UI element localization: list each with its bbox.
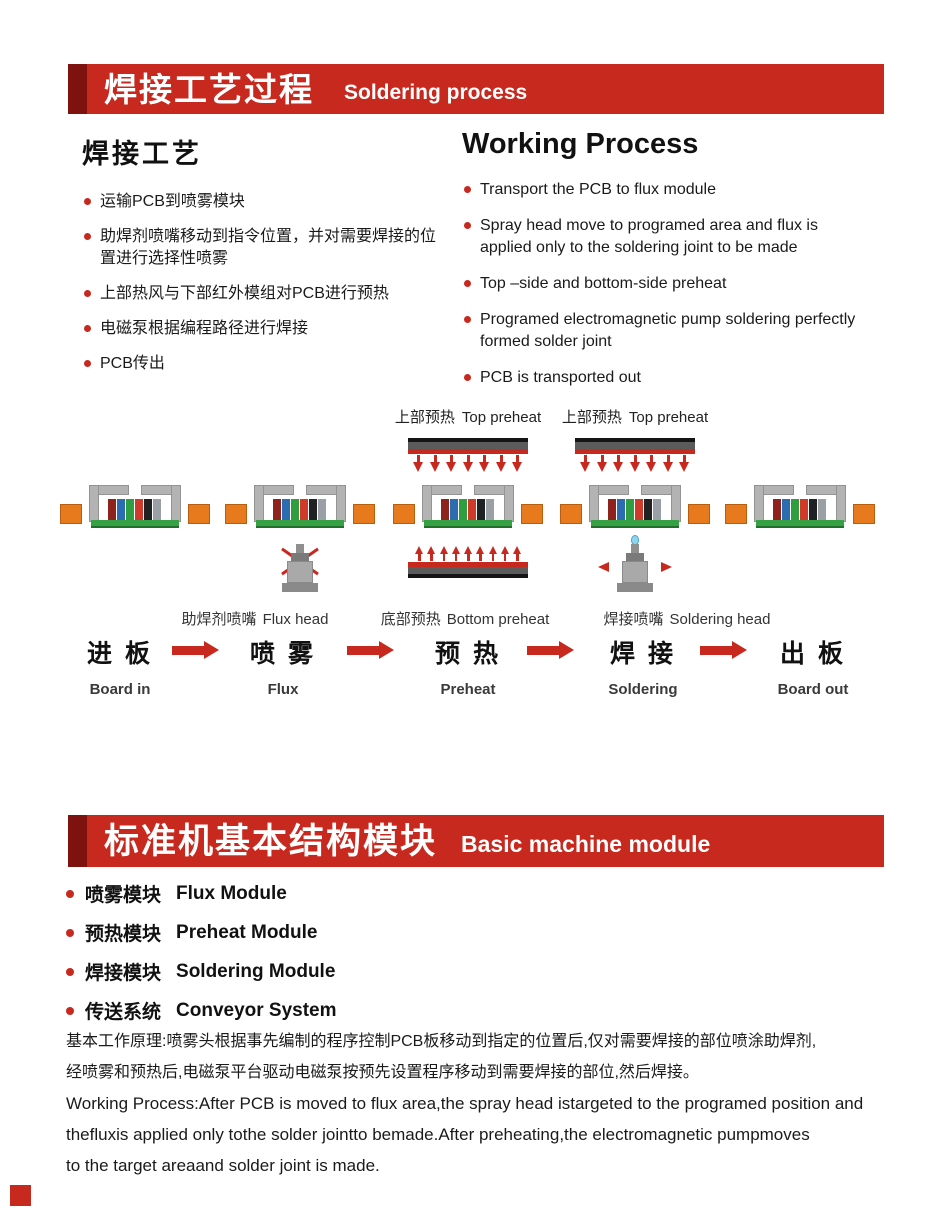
module-row-conveyor: 传送系统 Conveyor System: [66, 997, 337, 1024]
banner-accent-block: [68, 815, 87, 867]
pcb-board: [256, 520, 344, 528]
pcb-carrier: [560, 480, 710, 540]
heat-arrows-down: [408, 454, 528, 472]
paragraph-line: Working Process:After PCB is moved to fl…: [66, 1094, 864, 1113]
heading-process-zh: 焊接工艺: [82, 139, 202, 169]
module-row-soldering: 焊接模块 Soldering Module: [66, 958, 337, 985]
conveyor-rail: [853, 504, 875, 524]
pcb-board: [591, 520, 679, 528]
flow-step-board-out: 出 板 Board out: [777, 640, 849, 698]
top-heater: [575, 438, 695, 472]
pcb-carrier: [393, 480, 543, 540]
flow-arrow-icon: [172, 641, 219, 659]
module-row-flux: 喷雾模块 Flux Module: [66, 880, 337, 907]
station-preheat: [393, 398, 543, 630]
pcb-components: [273, 499, 326, 520]
bullet-icon: [66, 889, 74, 898]
pcb-components: [441, 499, 494, 520]
pcb-components: [773, 499, 826, 520]
bullet-icon: [66, 1006, 74, 1015]
flow-arrow-icon: [527, 641, 574, 659]
bullet-icon: [66, 928, 74, 937]
conveyor-rail: [725, 504, 747, 524]
banner-title-en: Soldering process: [344, 81, 528, 104]
machine-module-list: 喷雾模块 Flux Module 预热模块 Preheat Module 焊接模…: [66, 880, 337, 1036]
list-item: 助焊剂喷嘴移动到指令位置，并对需要焊接的位置进行选择性喷雾: [82, 226, 447, 270]
pcb-board: [91, 520, 179, 528]
bottom-heater: [408, 546, 528, 578]
station-board-out: [725, 398, 875, 630]
conveyor-rail: [521, 504, 543, 524]
process-list-en: Transport the PCB to flux module Spray h…: [462, 179, 862, 389]
station-flux: [225, 398, 375, 630]
flow-arrow-icon: [700, 641, 747, 659]
soldering-nozzle-graphic: [598, 535, 672, 600]
top-heater: [408, 438, 528, 472]
banner-accent-block: [68, 64, 87, 114]
list-item: PCB is transported out: [462, 367, 862, 389]
flux-nozzle-graphic: [270, 544, 330, 600]
conveyor-rail: [688, 504, 710, 524]
pcb-components: [608, 499, 661, 520]
list-item: Transport the PCB to flux module: [462, 179, 862, 201]
bullet-icon: [66, 967, 74, 976]
pcb-board: [756, 520, 844, 528]
flow-arrow-icon: [347, 641, 394, 659]
section-banner-machine-module: 标准机基本结构模块 Basic machine module: [68, 815, 884, 867]
flow-step-flux: 喷 雾 Flux: [250, 640, 316, 698]
column-process-en: Working Process Transport the PCB to flu…: [462, 128, 862, 403]
pcb-carrier: [725, 480, 875, 540]
paragraph-line: 基本工作原理:喷雾头根据事先编制的程序控制PCB板移动到指定的位置后,仅对需要焊…: [66, 1033, 817, 1050]
pcb-board: [424, 520, 512, 528]
paragraph-line: thefluxis applied only tothe solder join…: [66, 1125, 810, 1144]
list-item: 运输PCB到喷雾模块: [82, 191, 447, 213]
flow-step-soldering: 焊 接 Soldering: [608, 640, 678, 698]
list-item: Programed electromagnetic pump soldering…: [462, 309, 862, 353]
paragraph-line: 经喷雾和预热后,电磁泵平台驱动电磁泵按预先设置程序移动到需要焊接的部位,然后焊接…: [66, 1064, 699, 1081]
list-item: Spray head move to programed area and fl…: [462, 215, 862, 259]
pcb-carrier: [60, 480, 210, 540]
section-banner-soldering-process: 焊接工艺过程 Soldering process: [68, 64, 884, 114]
process-list-zh: 运输PCB到喷雾模块 助焊剂喷嘴移动到指令位置，并对需要焊接的位置进行选择性喷雾…: [82, 191, 447, 375]
heat-arrows-down: [575, 454, 695, 472]
heat-arrows-up: [408, 546, 528, 562]
conveyor-rail: [188, 504, 210, 524]
banner-title-zh: 焊接工艺过程: [104, 71, 314, 108]
page-corner-mark: [10, 1185, 31, 1206]
flow-step-preheat: 预 热 Preheat: [435, 640, 501, 698]
list-item: PCB传出: [82, 353, 447, 375]
module-row-preheat: 预热模块 Preheat Module: [66, 919, 337, 946]
station-board-in: [60, 398, 210, 630]
flow-step-board-in: 进 板 Board in: [87, 640, 153, 698]
pcb-carrier: [225, 480, 375, 540]
banner-title-en: Basic machine module: [461, 831, 711, 857]
list-item: 电磁泵根据编程路径进行焊接: [82, 318, 447, 340]
heading-process-en: Working Process: [462, 128, 699, 160]
conveyor-rail: [60, 504, 82, 524]
list-item: Top –side and bottom-side preheat: [462, 273, 862, 295]
conveyor-rail: [353, 504, 375, 524]
station-soldering: [560, 398, 710, 630]
conveyor-rail: [393, 504, 415, 524]
paragraph-line: to the target areaand solder joint is ma…: [66, 1156, 380, 1175]
list-item: 上部热风与下部红外模组对PCB进行预热: [82, 283, 447, 305]
conveyor-rail: [560, 504, 582, 524]
description-text: 基本工作原理:喷雾头根据事先编制的程序控制PCB板移动到指定的位置后,仅对需要焊…: [66, 1026, 896, 1181]
column-process-zh: 焊接工艺 运输PCB到喷雾模块 助焊剂喷嘴移动到指令位置，并对需要焊接的位置进行…: [82, 132, 447, 388]
banner-title-zh: 标准机基本结构模块: [104, 822, 438, 861]
pcb-components: [108, 499, 161, 520]
conveyor-rail: [225, 504, 247, 524]
